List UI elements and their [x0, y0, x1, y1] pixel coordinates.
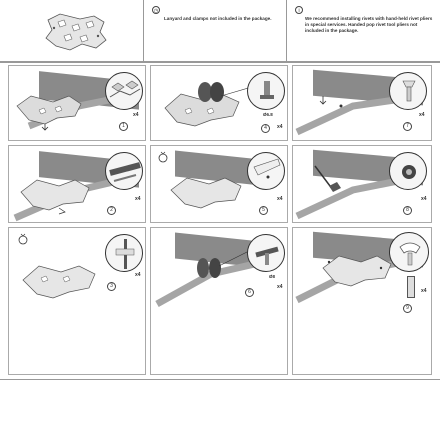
step-number: 8	[403, 206, 412, 215]
step-panel-2: 2 x4	[8, 145, 146, 223]
quantity-label: x4	[277, 124, 283, 130]
quantity-label: x4	[133, 112, 139, 118]
quantity-label: x4	[277, 196, 283, 202]
instruction-header: ◷ Lanyard and clamps not included in the…	[0, 0, 440, 62]
step-plate-shape	[45, 13, 107, 51]
zoom-detail-6	[247, 234, 285, 272]
quantity-label: x4	[277, 284, 283, 290]
note-rivet-text: We recommend installing rivets with hand…	[305, 16, 433, 33]
step-panel-1: 1 x4	[8, 65, 146, 141]
step-number: 5	[259, 206, 268, 215]
step-number: 4	[261, 124, 270, 133]
rivet-part	[407, 276, 415, 298]
note-lanyard-text: Lanyard and clamps not included in the p…	[164, 16, 272, 21]
step-panel-8: 8 x4	[292, 145, 432, 223]
clock-icon: ◷	[152, 6, 160, 14]
step-panel-6: Ø8 6 x4	[150, 227, 288, 375]
step-panel-9: 9 x4	[292, 227, 432, 375]
step-panel-3: 3 x4	[8, 227, 146, 375]
product-preview	[45, 13, 107, 51]
step-number: 3	[107, 282, 116, 291]
zoom-detail-3	[105, 234, 143, 272]
info-icon: i	[295, 6, 303, 14]
header-divider	[143, 0, 144, 61]
step-panel-4: Ø6.8 4 x4	[150, 65, 288, 141]
drill-size-label: Ø6.8	[263, 112, 273, 117]
step-number: 1	[119, 122, 128, 131]
step-panel-7: 7 x4	[292, 65, 432, 141]
zoom-detail-4	[247, 72, 285, 110]
drill-size-label: Ø8	[269, 274, 276, 279]
quantity-label: x4	[421, 288, 427, 294]
zoom-detail-2	[105, 152, 143, 190]
zoom-detail-8	[389, 152, 427, 190]
quantity-label: x4	[135, 272, 141, 278]
quantity-label: x4	[419, 112, 425, 118]
step-number: 7	[403, 122, 412, 131]
instruction-sheet: 1 x4 Ø6.8 4 x4 7 x4	[0, 62, 440, 380]
zoom-detail-1	[105, 72, 143, 110]
step-number: 2	[107, 206, 116, 215]
step-number: 6	[245, 288, 254, 297]
step-panel-5: 5 x4	[150, 145, 288, 223]
step-number: 9	[403, 304, 412, 313]
quantity-label: x4	[421, 196, 427, 202]
header-divider	[286, 0, 287, 61]
zoom-detail-7	[389, 72, 427, 110]
zoom-detail-5	[247, 152, 285, 190]
zoom-detail-9	[389, 232, 429, 272]
quantity-label: x4	[135, 196, 141, 202]
